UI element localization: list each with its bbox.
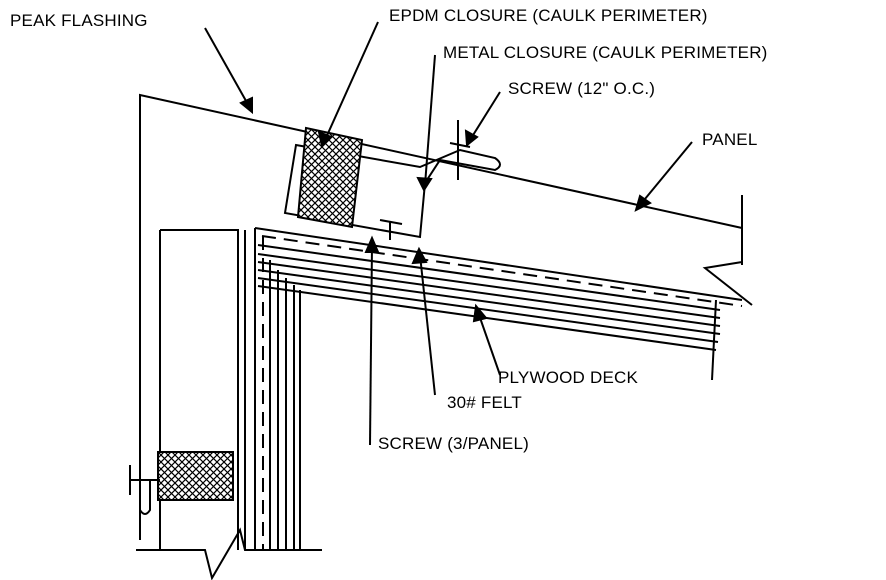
bottom-break <box>136 527 322 580</box>
panel-break <box>702 228 753 306</box>
bottom-screw <box>129 465 160 515</box>
leader-epdm <box>324 21 379 141</box>
closure-screw <box>379 219 403 240</box>
epdm-closure-bottom <box>157 451 234 501</box>
leader-screw-3panel <box>369 244 373 446</box>
wall-panel <box>160 229 239 550</box>
epdm-closure-top <box>296 126 364 229</box>
label-panel: PANEL <box>702 130 758 149</box>
vertical-deck <box>254 228 301 550</box>
label-screw-3panel: SCREW (3/PANEL) <box>378 434 529 453</box>
label-screw-12oc: SCREW (12" O.C.) <box>508 79 656 98</box>
felt-slope <box>261 235 743 307</box>
label-peak-flashing: PEAK FLASHING <box>10 11 148 30</box>
label-metal-closure: METAL CLOSURE (CAULK PERIMETER) <box>443 43 768 62</box>
leader-plywood-deck <box>477 311 501 376</box>
leader-metal-closure <box>424 54 436 186</box>
label-felt: 30# FELT <box>447 393 522 412</box>
peak-flashing <box>139 93 743 540</box>
leader-felt <box>419 254 436 396</box>
plywood-deck <box>254 227 743 381</box>
leader-peak-flashing <box>204 27 251 109</box>
leader-screw-12oc <box>469 91 501 141</box>
label-epdm-closure: EPDM CLOSURE (CAULK PERIMETER) <box>389 6 708 25</box>
label-plywood-deck: PLYWOOD DECK <box>498 368 638 387</box>
leader-panel <box>639 141 693 206</box>
